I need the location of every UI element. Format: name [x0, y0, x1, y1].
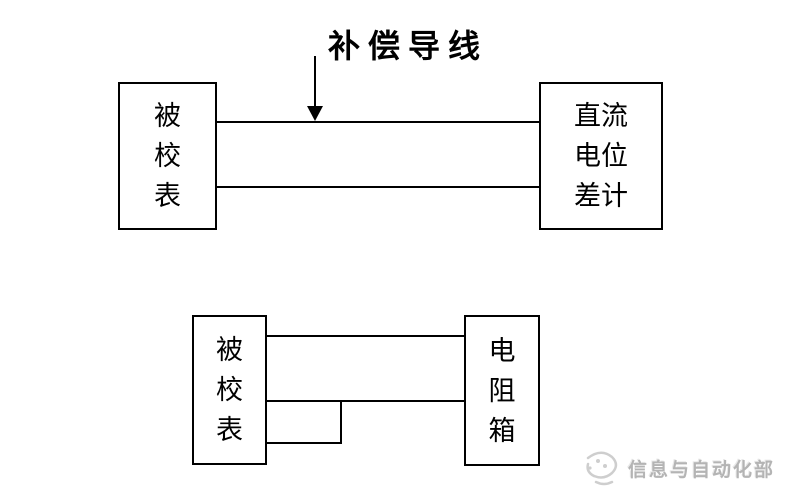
box-label-line: 电位 — [574, 141, 628, 171]
box-resistance-box: 电 阻 箱 — [464, 315, 540, 466]
box-dc-potentiometer: 直流 电位 差计 — [539, 82, 663, 230]
box-label-line: 校 — [154, 141, 181, 171]
wire-top-lower — [217, 186, 539, 188]
box-meter-under-test-top: 被 校 表 — [118, 82, 217, 230]
box-label-line: 被 — [154, 101, 181, 131]
box-label-line: 表 — [154, 181, 181, 211]
box-label-line: 箱 — [488, 415, 516, 446]
annotation-compensation-wire: 补偿导线 — [328, 28, 489, 64]
wire-bottom-short-loop — [267, 442, 342, 444]
box-label-line: 差计 — [574, 181, 628, 211]
wire-bottom-stub-vertical — [340, 400, 342, 444]
wire-bottom-upper — [267, 335, 464, 337]
wire-top-upper — [217, 121, 539, 123]
box-meter-under-test-bottom: 被 校 表 — [192, 315, 267, 465]
box-label-line: 校 — [216, 375, 243, 405]
box-label-line: 直流 — [574, 101, 628, 131]
down-arrow-icon — [307, 106, 323, 121]
watermark-logo-icon — [586, 451, 618, 486]
box-label-line: 阻 — [488, 375, 516, 406]
box-label-line: 被 — [216, 335, 243, 365]
watermark: 信息与自动化部 — [576, 446, 775, 490]
box-label-line: 表 — [216, 415, 243, 445]
box-label-line: 电 — [488, 335, 516, 366]
wire-bottom-middle — [267, 400, 464, 402]
down-arrow-shaft — [314, 56, 316, 108]
watermark-text: 信息与自动化部 — [628, 459, 776, 481]
